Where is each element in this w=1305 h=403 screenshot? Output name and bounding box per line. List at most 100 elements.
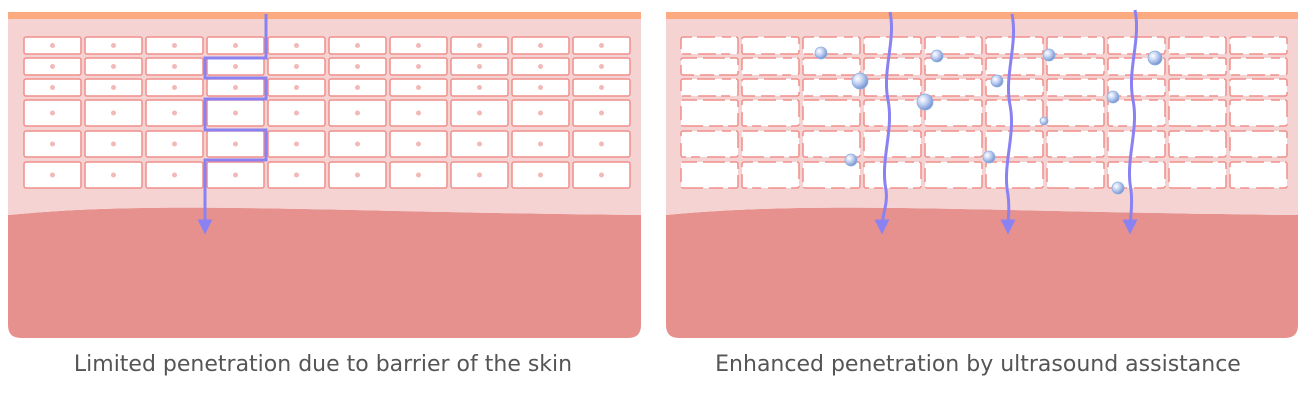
cell-nucleus: [172, 64, 177, 69]
cell-nucleus: [355, 141, 360, 147]
skin-cell: [924, 78, 983, 97]
cell-nucleus: [538, 141, 543, 147]
cell-nucleus: [599, 172, 604, 178]
cell-nucleus: [355, 85, 360, 90]
cell-nucleus: [416, 64, 421, 69]
skin-cell: [1229, 161, 1288, 189]
cell-nucleus: [599, 110, 604, 116]
cell-nucleus: [233, 85, 238, 90]
skin-cell: [802, 36, 861, 55]
skin-cell: [924, 36, 983, 55]
cell-nucleus: [294, 85, 299, 90]
skin-cell: [1168, 36, 1227, 55]
cell-nucleus: [50, 64, 55, 69]
cell-nucleus: [477, 64, 482, 69]
skin-cell: [985, 99, 1044, 127]
skin-surface-line: [666, 12, 1298, 19]
cell-nucleus: [111, 43, 116, 48]
cell-nucleus: [111, 85, 116, 90]
cell-nucleus: [477, 85, 482, 90]
skin-surface-line: [8, 12, 641, 19]
cell-nucleus: [233, 43, 238, 48]
skin-cell: [1229, 130, 1288, 158]
cavitation-bubbles: [814, 46, 1163, 195]
cell-nucleus: [172, 85, 177, 90]
skin-cell: [680, 161, 739, 189]
dermis-layer: [8, 207, 641, 338]
ultrasound-panel: [666, 9, 1298, 338]
ultrasound-bubble: [1039, 116, 1049, 126]
skin-cell: [741, 78, 800, 97]
skin-cell: [1168, 99, 1227, 127]
ultrasound-bubble: [990, 74, 1004, 88]
skin-cell: [680, 36, 739, 55]
cell-nucleus: [233, 110, 238, 116]
cell-nucleus: [538, 43, 543, 48]
skin-cell: [802, 161, 861, 189]
ultrasound-bubble: [814, 46, 828, 60]
skin-cell: [1107, 99, 1166, 127]
ultrasound-bubble: [930, 49, 944, 63]
skin-cell: [680, 78, 739, 97]
cell-nucleus: [416, 85, 421, 90]
skin-cell: [1229, 36, 1288, 55]
skin-cell: [741, 99, 800, 127]
cell-nucleus: [416, 43, 421, 48]
ultrasound-bubble: [851, 72, 869, 90]
skin-cell: [802, 130, 861, 158]
skin-cell: [680, 57, 739, 76]
skin-cell: [924, 161, 983, 189]
skin-cell: [1046, 161, 1105, 189]
cell-nucleus: [538, 64, 543, 69]
skin-cell: [802, 99, 861, 127]
blocked-penetration-arrow: [197, 14, 268, 235]
cell-nucleus: [477, 141, 482, 147]
skin-cell: [1168, 57, 1227, 76]
skin-cell: [1229, 99, 1288, 127]
cell-nucleus: [172, 172, 177, 178]
skin-cell: [680, 130, 739, 158]
skin-cell: [1046, 36, 1105, 55]
cell-nucleus: [538, 85, 543, 90]
ultrasound-bubble: [1106, 90, 1120, 104]
cell-nucleus: [355, 110, 360, 116]
ultrasound-bubble: [1042, 48, 1056, 62]
cell-nucleus: [416, 172, 421, 178]
cell-nucleus: [111, 110, 116, 116]
cell-nucleus: [538, 172, 543, 178]
ultrasound-bubble: [916, 93, 934, 111]
cell-nucleus: [355, 172, 360, 178]
cell-nucleus: [111, 141, 116, 147]
skin-cell: [924, 99, 983, 127]
corneocyte-grid: [680, 36, 1288, 189]
cell-nucleus: [599, 85, 604, 90]
barrier-panel: [8, 12, 641, 338]
skin-cell: [863, 36, 922, 55]
skin-cell: [1168, 130, 1227, 158]
cell-nucleus: [233, 64, 238, 69]
ultrasound-bubble: [1111, 181, 1125, 195]
dermis-layer: [666, 207, 1298, 338]
skin-cell: [741, 57, 800, 76]
skin-cell: [1046, 57, 1105, 76]
skin-cell: [1107, 78, 1166, 97]
skin-cell: [1107, 130, 1166, 158]
cell-nucleus: [172, 43, 177, 48]
skin-cell: [802, 78, 861, 97]
cell-nucleus: [416, 110, 421, 116]
skin-cell: [802, 57, 861, 76]
cell-nucleus: [599, 141, 604, 147]
skin-cell: [863, 99, 922, 127]
skin-cell: [1168, 78, 1227, 97]
skin-cell: [1107, 161, 1166, 189]
cell-nucleus: [294, 110, 299, 116]
penetration-arrow-3: [1122, 9, 1139, 235]
skin-cell: [985, 130, 1044, 158]
ultrasound-caption: Enhanced penetration by ultrasound assis…: [715, 352, 1241, 377]
barrier-caption: Limited penetration due to barrier of th…: [73, 352, 573, 377]
cell-nucleus: [477, 172, 482, 178]
skin-cell: [863, 130, 922, 158]
cell-nucleus: [233, 172, 238, 178]
cell-nucleus: [111, 172, 116, 178]
